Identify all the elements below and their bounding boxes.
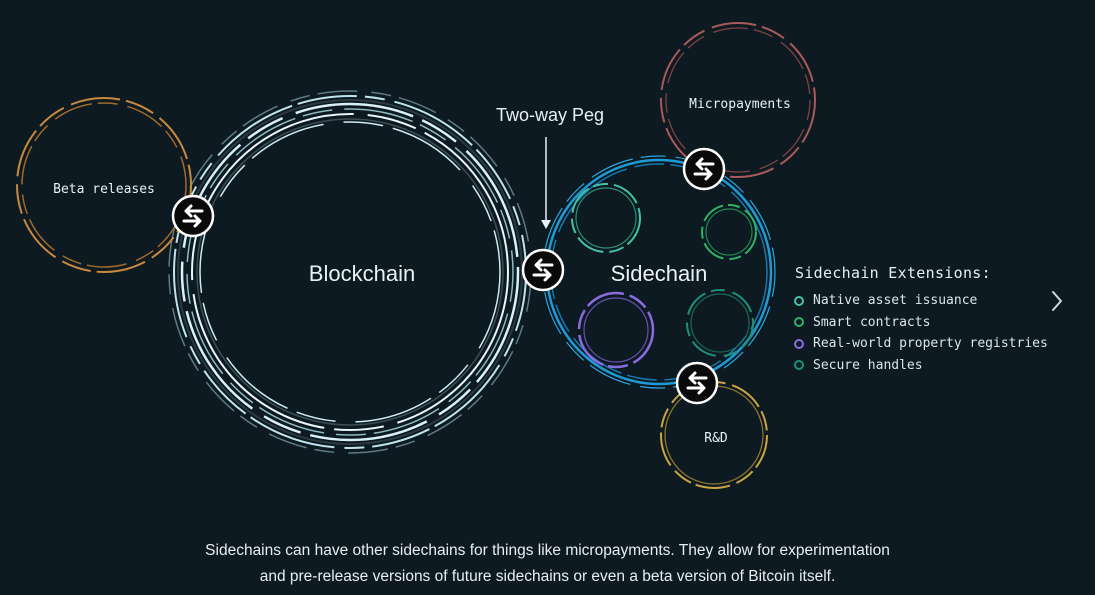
extension-item-native-asset: Native asset issuance — [794, 290, 1048, 312]
micropayments-circle — [660, 22, 816, 178]
legend-dot-icon — [794, 360, 804, 371]
smart-contracts-circle — [701, 204, 757, 260]
peg-pointer-arrowhead — [541, 220, 551, 229]
extensions-title: Sidechain Extensions: — [795, 264, 991, 282]
extension-label: Secure handles — [813, 357, 923, 373]
caption-line-2: and pre-release versions of future sidec… — [259, 568, 836, 585]
micropayments-label: Micropayments — [689, 97, 791, 112]
two-way-peg-label: Two-way Peg — [496, 105, 604, 125]
extension-label: Native asset issuance — [813, 293, 978, 309]
beta-releases-circle — [16, 97, 192, 273]
blockchain-label: Blockchain — [309, 261, 415, 286]
swap-arrows-icon[interactable] — [682, 147, 726, 191]
swap-arrows-icon[interactable] — [171, 194, 215, 238]
extension-label: Smart contracts — [813, 314, 931, 330]
native-asset-circle — [571, 183, 641, 253]
swap-arrows-icon[interactable] — [675, 361, 719, 405]
extension-item-smart-contracts: Smart contracts — [794, 312, 1048, 334]
caption-line-1: Sidechains can have other sidechains for… — [205, 542, 890, 559]
chevron-right-icon[interactable] — [1048, 288, 1066, 314]
swap-arrows-icon[interactable] — [521, 248, 565, 292]
extensions-list: Native asset issuance Smart contracts Re… — [794, 290, 1048, 376]
property-registries-circle — [577, 291, 655, 369]
legend-dot-icon — [794, 295, 804, 306]
rd-label: R&D — [704, 431, 728, 446]
extension-label: Real-world property registries — [813, 336, 1048, 352]
legend-dot-icon — [794, 317, 804, 328]
secure-handles-circle — [686, 289, 754, 357]
sidechain-label: Sidechain — [611, 261, 708, 286]
extension-item-property-registries: Real-world property registries — [794, 333, 1048, 355]
beta-releases-label: Beta releases — [53, 182, 155, 197]
legend-dot-icon — [794, 338, 804, 349]
extension-item-secure-handles: Secure handles — [794, 355, 1048, 377]
